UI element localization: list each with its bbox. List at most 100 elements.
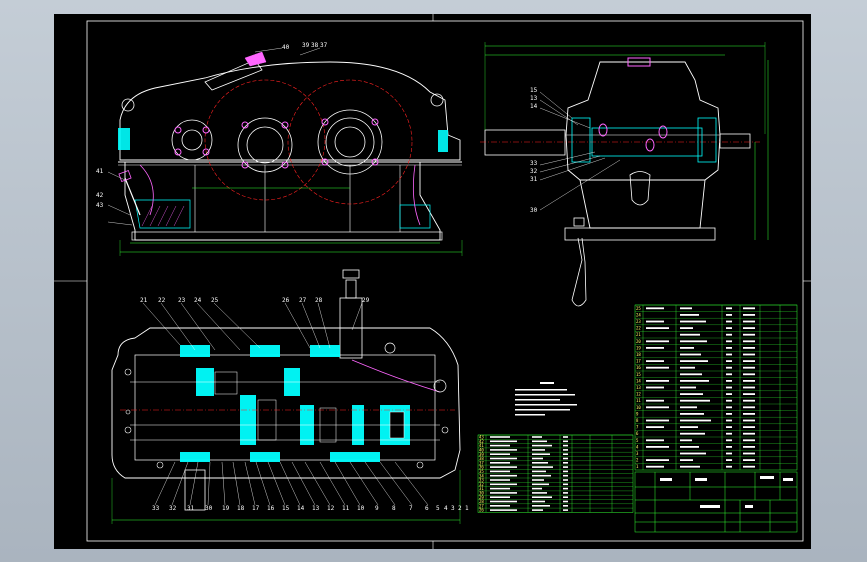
front-dipstick: [124, 177, 141, 216]
front-bearing-mid-inner: [246, 126, 284, 164]
table-cell-text: [743, 465, 755, 468]
table-cell-text: [680, 393, 703, 395]
side-cyan-sections: [571, 117, 717, 163]
table-row-number: 23: [636, 319, 641, 324]
front-hatch-cyan-left: [118, 128, 448, 152]
side-oil-drain: [629, 171, 651, 206]
table-cell-text: [532, 479, 544, 481]
table-cell-text: [490, 436, 510, 438]
table-cell-text: [680, 366, 695, 369]
table-cell-text: [680, 320, 706, 323]
front-gear-circle-left: [204, 79, 326, 201]
callout-number: 13: [530, 95, 538, 102]
table-cell-text: [726, 399, 732, 402]
callout-number: 38: [311, 42, 319, 49]
callout-number: 32: [169, 505, 177, 512]
callout-number: 13: [312, 505, 320, 512]
table-cell-text: [743, 307, 755, 310]
top-oil-curve: [351, 359, 441, 393]
table-cell-text: [680, 399, 710, 402]
leader-line: [539, 91, 573, 119]
table-row-number: 39: [479, 452, 484, 457]
table-cell-text: [743, 314, 755, 316]
table-cell-text: [743, 373, 755, 376]
table-cell-text: [646, 399, 664, 402]
front-bearing-mid: [237, 117, 293, 173]
callout-number: 26: [282, 297, 290, 304]
table-row-number: 40: [479, 448, 484, 453]
table-cell-text: [726, 459, 732, 461]
table-row-number: 33: [479, 478, 484, 483]
table-row-number: 11: [636, 398, 641, 403]
table-cell-text: [532, 487, 542, 490]
callout-number: 8: [392, 505, 396, 512]
parts-table-right: 2524232221201918171615141312111098765432…: [634, 304, 798, 471]
table-row-number: 18: [636, 352, 641, 357]
front-inspection-cover: [204, 59, 263, 91]
top-bolts: [124, 368, 449, 469]
table-cell-text: [743, 347, 755, 349]
table-cell-text: [646, 465, 664, 468]
table-row-number: 24: [636, 312, 641, 317]
table-cell-text: [680, 373, 702, 376]
callout-number: 42: [96, 192, 104, 199]
note-lines: [515, 382, 577, 416]
table-row-number: 43: [479, 435, 484, 440]
top-shaft-tip: [342, 269, 360, 279]
table-cell-text: [743, 439, 755, 442]
table-cell-text: [532, 505, 550, 507]
table-row-number: 30: [479, 491, 484, 496]
table-row-number: 17: [636, 359, 641, 364]
table-cell-text: [726, 386, 732, 389]
leader-line: [254, 47, 283, 53]
callout-number: 11: [342, 505, 350, 512]
table-cell-text: [680, 419, 711, 422]
table-cell-text: [646, 380, 669, 382]
table-cell-text: [680, 406, 697, 409]
callout-number: 15: [530, 87, 538, 94]
technical-notes: [515, 382, 577, 416]
table-cell-text: [490, 487, 510, 490]
table-cell-text: [490, 479, 510, 481]
leader-line: [539, 151, 596, 166]
table-cell-text: [532, 457, 543, 460]
callout-number: 14: [297, 505, 305, 512]
table-cell-text: [680, 380, 709, 382]
front-oil-section-left: [134, 199, 191, 229]
table-cell-text: [490, 500, 517, 503]
front-bearing-right-core: [334, 126, 366, 158]
table-cell-text: [743, 419, 755, 422]
table-row-number: 19: [636, 345, 641, 350]
callout-number: 28: [315, 297, 323, 304]
table-cell-text: [532, 492, 547, 494]
table-cell-text: [743, 386, 755, 389]
table-cell-text: [646, 426, 664, 428]
table-cell-text: [563, 470, 568, 473]
table-cell-text: [646, 320, 664, 323]
table-cell-text: [726, 432, 732, 435]
leader-line: [539, 155, 601, 173]
table-cell-text: [680, 333, 700, 336]
callout-number: 31: [530, 176, 538, 183]
side-magenta-parts: [598, 57, 668, 152]
callout-number: 31: [187, 505, 195, 512]
table-cell-text: [743, 413, 755, 415]
table-row-number: 25: [636, 306, 641, 311]
table-cell-text: [490, 483, 517, 486]
table-cell-text: [680, 465, 700, 468]
table-cell-text: [726, 413, 732, 415]
table-cell-text: [532, 483, 549, 486]
table-cell-text: [532, 470, 546, 473]
callout-number: 29: [362, 297, 370, 304]
table-cell-text: [726, 393, 732, 395]
table-row-number: 4: [636, 444, 639, 449]
callout-number: 14: [530, 103, 538, 110]
leader-line: [539, 159, 621, 211]
callout-number: 16: [267, 505, 275, 512]
side-shaft-left: [484, 129, 566, 156]
table-cell-text: [680, 307, 692, 310]
table-row-number: 35: [479, 469, 484, 474]
table-cell-text: [726, 426, 732, 428]
table-cell-text: [532, 509, 543, 511]
